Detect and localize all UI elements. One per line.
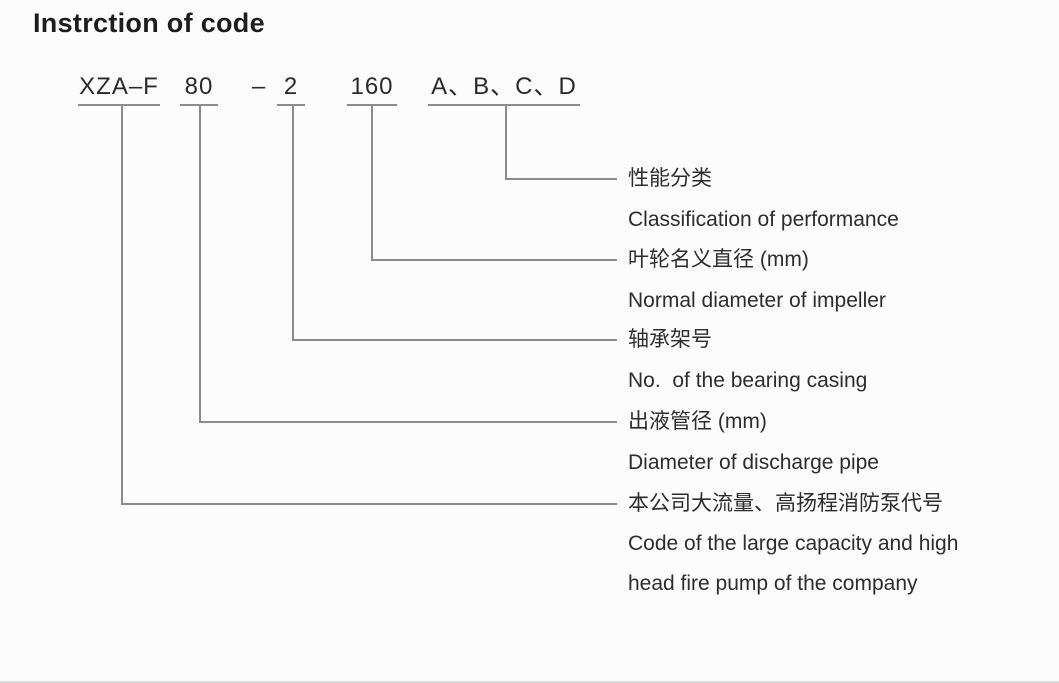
code-segment-discharge-diameter: 80 [184, 73, 214, 100]
legend-label-zh-company-code: 本公司大流量、高扬程消防泵代号 [628, 492, 943, 515]
legend-label-en-impeller: Normal diameter of impeller [628, 289, 886, 312]
legend-label-zh-performance: 性能分类 [628, 167, 712, 190]
connector-horizontal-line [505, 178, 617, 180]
legend-label-en-bearing: No. of the bearing casing [628, 369, 868, 392]
connector-vertical-line [199, 105, 201, 422]
legend-label-zh-impeller: 叶轮名义直径 (mm) [628, 248, 809, 271]
page-title: Instrction of code [33, 8, 265, 38]
code-segment-series: XZA–F [79, 73, 159, 100]
connector-horizontal-line [199, 421, 617, 423]
connector-horizontal-line [121, 503, 617, 505]
code-underline [180, 104, 218, 106]
legend-label-en-discharge: Diameter of discharge pipe [628, 451, 879, 474]
code-underline [347, 104, 397, 106]
code-separator-dash: – [251, 73, 267, 100]
code-underline [428, 104, 580, 106]
code-underline [78, 104, 160, 106]
code-underline [277, 104, 305, 106]
code-segment-bearing-no: 2 [283, 73, 299, 100]
legend-label-zh-bearing: 轴承架号 [628, 328, 712, 351]
connector-horizontal-line [292, 339, 617, 341]
legend-label-en-performance: Classification of performance [628, 208, 899, 231]
connector-vertical-line [505, 105, 507, 179]
legend-label-en-company-code-line2: head fire pump of the company [628, 572, 918, 595]
code-segment-performance-class: A、B、C、D [431, 73, 577, 100]
legend-label-en-company-code-line1: Code of the large capacity and high [628, 532, 959, 555]
connector-vertical-line [292, 105, 294, 340]
connector-horizontal-line [371, 259, 617, 261]
connector-vertical-line [371, 105, 373, 260]
connector-vertical-line [121, 105, 123, 504]
legend-label-zh-discharge: 出液管径 (mm) [628, 410, 767, 433]
code-segment-impeller-diameter: 160 [350, 73, 394, 100]
